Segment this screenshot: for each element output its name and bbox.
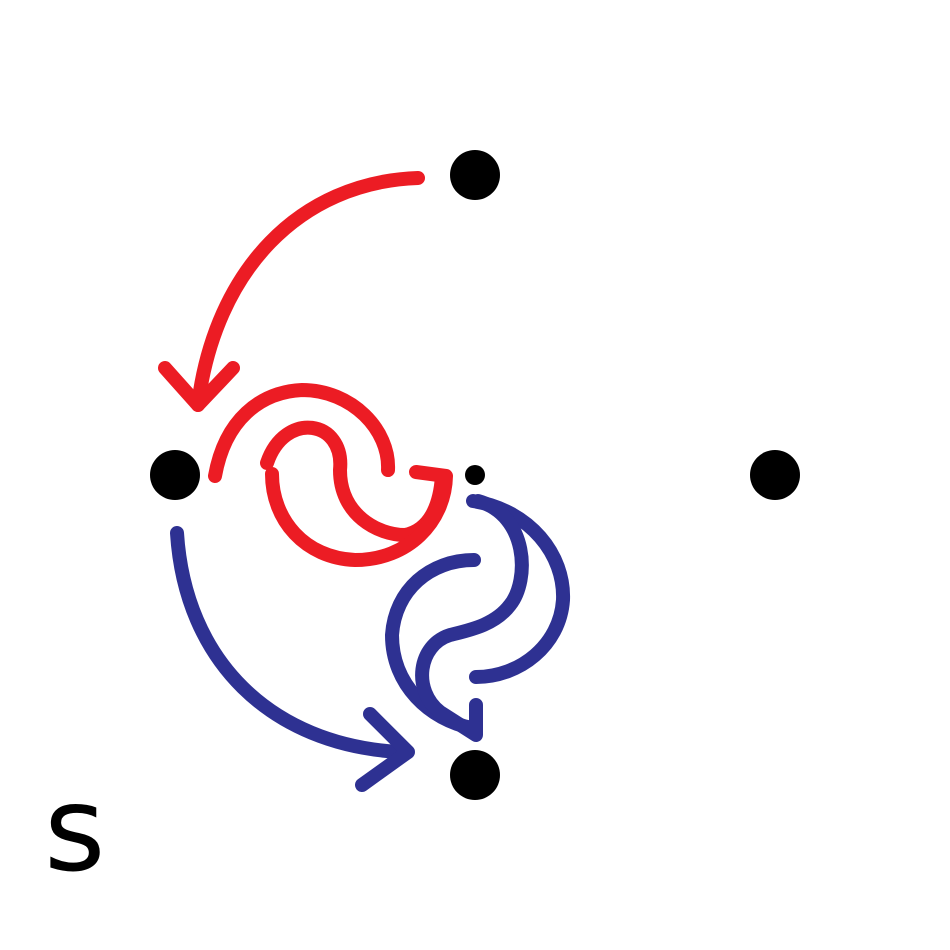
dot-bottom: [450, 750, 500, 800]
red-lower-swirl: [265, 465, 453, 567]
dot-center: [465, 465, 485, 485]
red-swirl-group: [158, 171, 453, 567]
blue-lower-swirl: [415, 494, 529, 742]
red-outer-swirl: [208, 383, 396, 483]
dots-group: [150, 150, 800, 800]
dot-top: [450, 150, 500, 200]
blue-outer-swirl: [466, 494, 571, 684]
blue-long-arrow-head: [355, 707, 415, 792]
corner-label: s: [44, 760, 106, 898]
blue-long-arrow-arc: [170, 526, 407, 759]
red-long-arrow-head: [158, 361, 240, 412]
dot-left: [150, 450, 200, 500]
blue-swirl-group: [170, 494, 571, 792]
red-long-arrow-arc: [191, 171, 425, 412]
red-inner-swirl: [260, 420, 449, 542]
dot-right: [750, 450, 800, 500]
